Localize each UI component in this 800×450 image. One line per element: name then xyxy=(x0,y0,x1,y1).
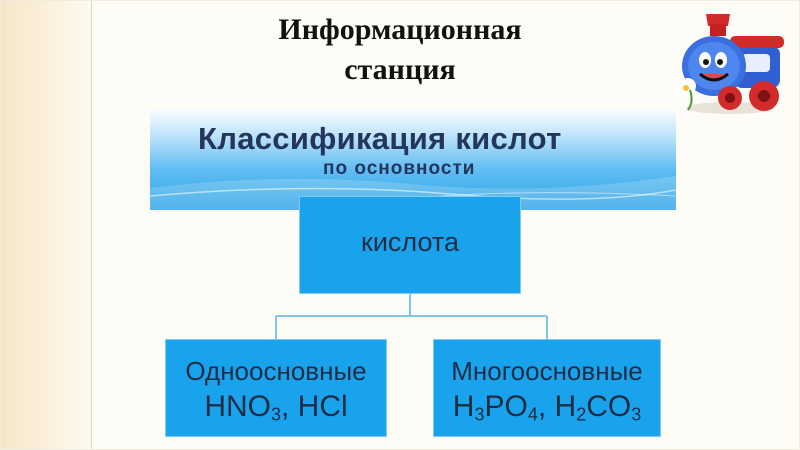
child-node-formulas: H3PO4, H2CO3 xyxy=(433,389,661,425)
child-node-polybasic: Многоосновные H3PO4, H2CO3 xyxy=(433,339,661,437)
slide-side-strip xyxy=(0,0,92,450)
classification-banner: Классификация кислот по основности xyxy=(150,110,676,210)
train-mascot-icon xyxy=(676,14,784,114)
formula-h2co3: H2CO3 xyxy=(554,390,642,425)
slide-title: Информационная станция xyxy=(278,13,522,86)
formula-h3po4: H3PO4, xyxy=(452,390,555,425)
root-node-label: кислота xyxy=(361,227,459,257)
banner-wave-decoration xyxy=(150,176,676,210)
banner-subtitle: по основности xyxy=(323,158,476,179)
child-node-monobasic: Одноосновные HNO3, HCl xyxy=(165,339,387,437)
child-node-formulas: HNO3, HCl xyxy=(165,389,387,425)
formula-hno3: HNO3, xyxy=(204,390,298,425)
child-node-heading: Одноосновные xyxy=(185,356,367,386)
formula-hcl: HCl xyxy=(297,390,348,423)
banner-title: Классификация кислот xyxy=(198,121,562,156)
child-node-heading: Многоосновные xyxy=(451,356,643,386)
root-node: кислота xyxy=(299,196,521,294)
